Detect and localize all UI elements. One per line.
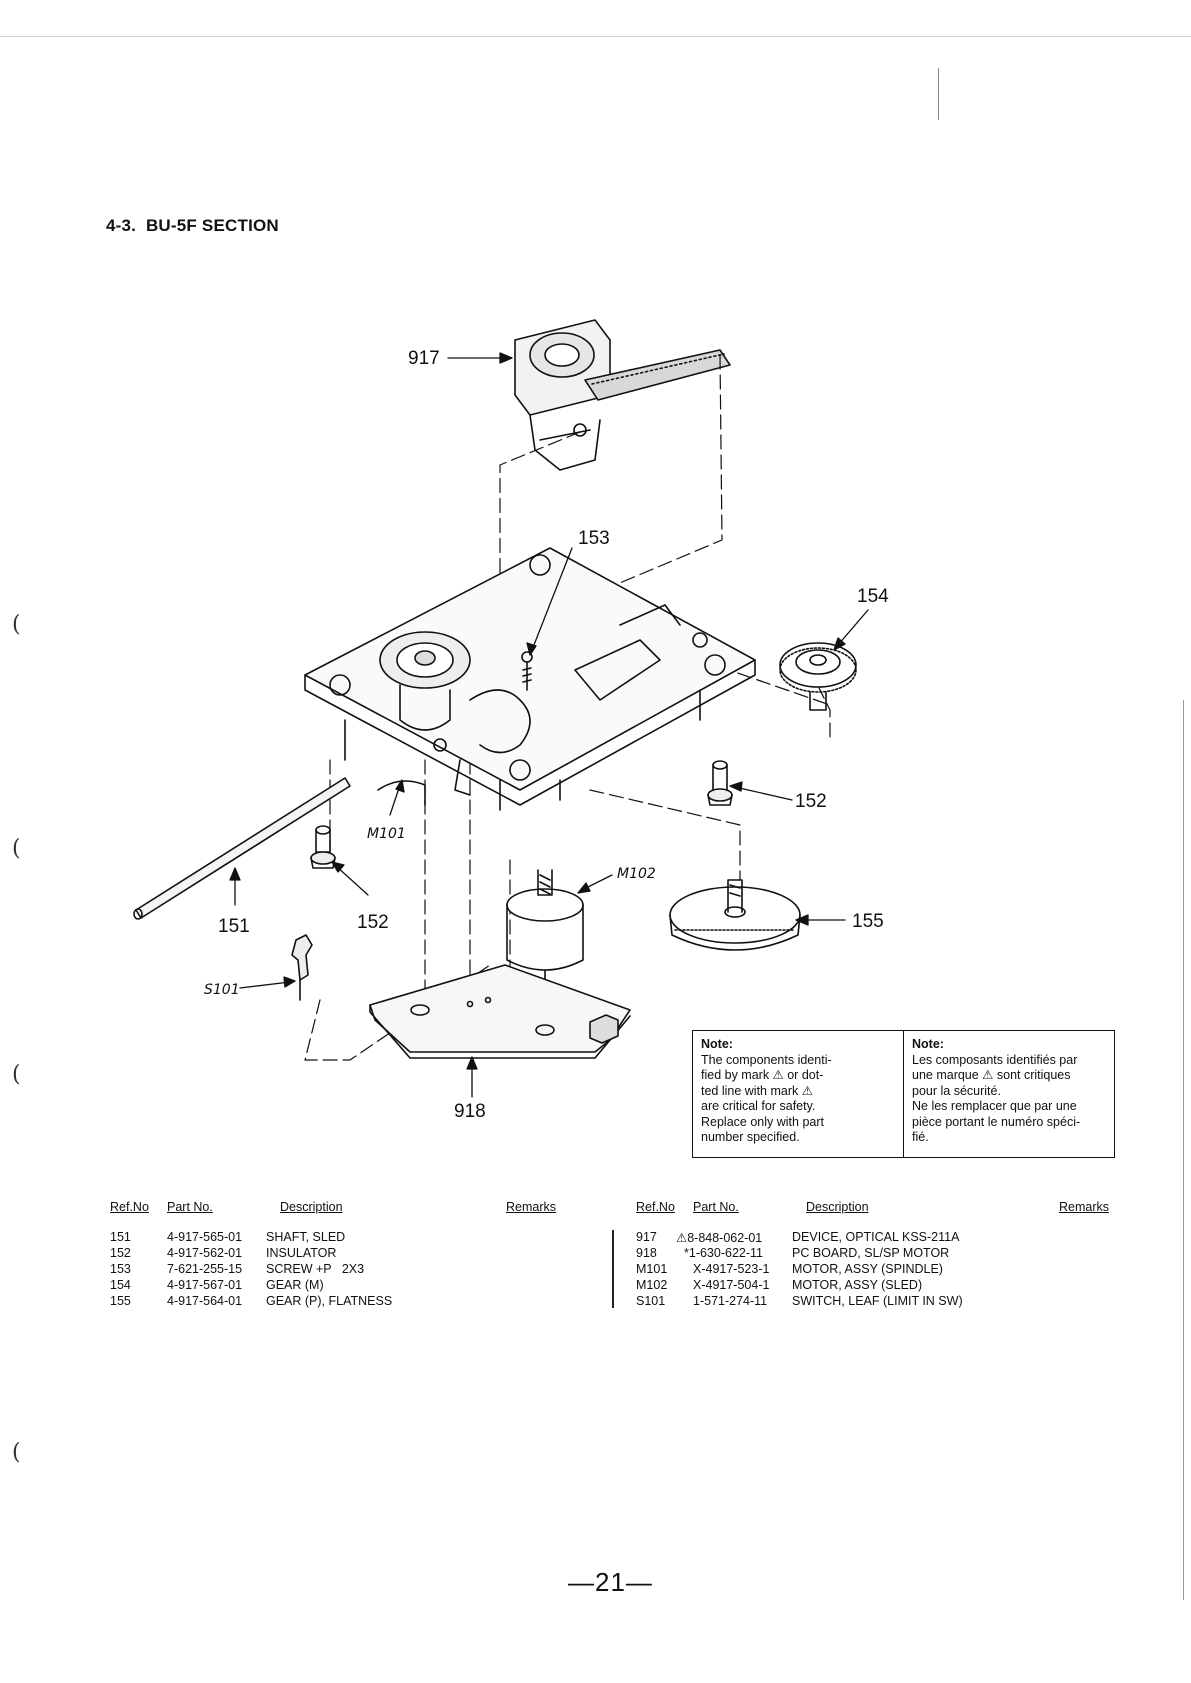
note-line: are critical for safety. [701,1099,816,1113]
callout-152-left: 152 [357,912,389,933]
description: SHAFT, SLED [266,1230,346,1244]
description: PC BOARD, SL/SP MOTOR [792,1246,950,1260]
header-description: Description [806,1200,869,1214]
scan-bracket: ( [12,1062,21,1087]
description: SWITCH, LEAF (LIMIT IN SW) [792,1294,963,1308]
header-remarks: Remarks [1059,1200,1110,1214]
ref-no: M102 [636,1278,668,1292]
page-number: —21— [568,1567,653,1597]
chassis-plate [304,547,756,811]
gear-155 [669,879,801,951]
screw-153 [521,651,533,691]
part-no: 4-917-565-01 [167,1230,243,1244]
header-ref-no: Ref.No [110,1200,149,1214]
switch-s101 [291,934,313,1001]
section-title: 4-3. BU-5F SECTION [106,216,279,236]
callout-154: 154 [857,586,889,607]
section-number: 4-3. [106,216,137,235]
insulator-152-left [310,825,336,869]
part-no: X-4917-504-1 [693,1278,770,1292]
note-line: pour la sécurité. [912,1083,1001,1098]
gear-154 [779,642,857,711]
pc-board-918 [369,964,631,1059]
part-no: 1-571-274-11 [693,1294,768,1308]
scan-bracket: ( [12,1440,21,1465]
part-no: *1-630-622-11 [684,1246,763,1260]
exploded-view-diagram: 917 153 154 152 152 151 155 918 M101 M10… [133,319,889,1122]
note-english: Note: The components identi- fied by mar… [693,1031,903,1157]
header-part-no: Part No. [693,1200,739,1214]
callout-153: 153 [578,528,610,549]
ref-no: 152 [110,1246,131,1260]
note-title-en: Note: [701,1037,733,1051]
note-line: Ne les remplacer que par une [912,1099,1077,1113]
note-line: ted line with mark ⚠ [701,1083,813,1098]
parts-table-right: Ref.No Part No. Description Remarks 917 … [636,1200,1109,1310]
scan-bracket: ( [12,836,21,861]
top-rule [0,36,1191,37]
note-line: The components identi- [701,1052,832,1067]
description: MOTOR, ASSY (SPINDLE) [792,1262,943,1276]
note-line: Replace only with part [701,1114,824,1129]
note-title-fr: Note: [912,1037,944,1051]
part-no: 4-917-562-01 [167,1246,243,1260]
scan-mark [938,68,939,120]
description: DEVICE, OPTICAL KSS-211A [792,1230,960,1244]
header-remarks: Remarks [506,1200,557,1214]
header-description: Description [280,1200,343,1214]
column-divider [612,1230,614,1308]
description: MOTOR, ASSY (SLED) [792,1278,923,1292]
part-no: 7-621-255-15 [167,1262,243,1276]
description: SCREW +P 2X3 [266,1262,365,1276]
safety-note-box: Note: The components identi- fied by mar… [692,1030,1115,1158]
ref-no: 151 [110,1230,131,1244]
callout-155: 155 [852,911,884,932]
section-name: BU-5F SECTION [145,216,279,235]
ref-no: 918 [636,1246,657,1260]
description: GEAR (P), FLATNESS [266,1294,393,1308]
description: GEAR (M) [266,1278,324,1292]
callout-917: 917 [408,348,440,369]
callout-s101: S101 [204,982,240,998]
ref-no: 153 [110,1262,131,1276]
scan-bracket: ( [12,612,21,637]
sled-motor-m102 [506,869,584,1021]
note-line: fied by mark ⚠ or dot- [701,1068,824,1082]
scan-edge-mark [1183,700,1184,1600]
note-french: Note: Les composants identifiés par une … [903,1031,1114,1157]
note-line: number specified. [701,1130,800,1144]
ref-no: 917 [636,1230,657,1244]
header-part-no: Part No. [167,1200,213,1214]
description: INSULATOR [266,1246,337,1260]
note-line: une marque ⚠ sont critiques [912,1068,1071,1082]
part-no: 4-917-567-01 [167,1278,243,1292]
ref-no: 155 [110,1294,131,1308]
part-no: 4-917-564-01 [167,1294,243,1308]
callout-152-right: 152 [795,791,827,812]
callout-918: 918 [454,1101,486,1122]
part-no: X-4917-523-1 [693,1262,770,1276]
ref-no: 154 [110,1278,131,1292]
optical-device-917 [514,319,731,471]
insulator-152-right [707,760,733,806]
shaft-151 [133,777,351,920]
spindle-motor-m101 [377,780,426,806]
parts-table-left: Ref.No Part No. Description Remarks 151 … [110,1200,580,1310]
note-line: Les composants identifiés par [912,1052,1078,1067]
part-no: ⚠8-848-062-01 [676,1231,763,1245]
callout-m101: M101 [367,826,406,842]
callout-m102: M102 [617,866,656,882]
ref-no: S101 [636,1294,666,1308]
header-ref-no: Ref.No [636,1200,675,1214]
note-line: fié. [912,1130,929,1144]
callout-151: 151 [218,916,250,937]
ref-no: M101 [636,1262,668,1276]
note-line: pièce portant le numéro spéci- [912,1114,1081,1129]
